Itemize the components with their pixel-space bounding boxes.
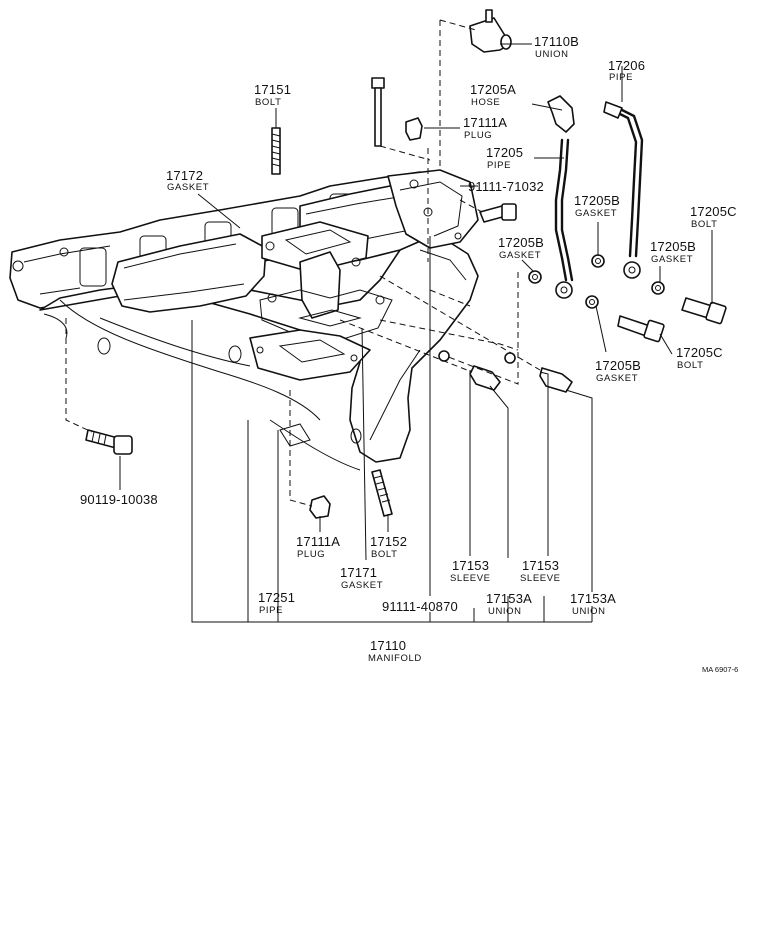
svg-text:17205: 17205 <box>486 145 523 160</box>
svg-text:BOLT: BOLT <box>691 219 718 230</box>
svg-text:HOSE: HOSE <box>471 97 500 108</box>
svg-text:GASKET: GASKET <box>596 373 638 384</box>
pipe-17206-part <box>603 101 644 279</box>
svg-text:GASKET: GASKET <box>499 250 541 261</box>
sleeve-union-parts <box>438 350 573 393</box>
stud-17151-part <box>271 127 281 175</box>
gasket-washers <box>528 254 665 309</box>
svg-text:17205B: 17205B <box>574 193 620 208</box>
svg-text:17172: 17172 <box>166 168 203 183</box>
svg-text:17205C: 17205C <box>676 345 723 360</box>
diagram-code: MA 6907-6 <box>702 665 738 674</box>
svg-text:90119-10038: 90119-10038 <box>80 492 158 507</box>
svg-text:PIPE: PIPE <box>487 160 511 171</box>
union-17110b-part <box>469 9 512 53</box>
callout-91111-40870: 91111-40870 <box>382 599 458 614</box>
svg-text:PIPE: PIPE <box>259 605 283 616</box>
callout-17153-right: 17153 SLEEVE <box>520 558 561 584</box>
svg-text:GASKET: GASKET <box>651 254 693 265</box>
callout-17111a-bottom: 17111A PLUG <box>296 534 340 560</box>
svg-text:17205C: 17205C <box>690 204 737 219</box>
gasket-flange-right <box>387 169 479 249</box>
svg-text:17205A: 17205A <box>470 82 516 97</box>
callout-17206: 17206 PIPE <box>608 58 645 83</box>
svg-text:17205B: 17205B <box>498 235 544 250</box>
plug-17111a-top-part <box>405 117 423 141</box>
pipe-17205-part <box>554 138 574 299</box>
callout-17205b-right: 17205B GASKET <box>650 239 696 265</box>
plug-17111a-bottom-part <box>309 495 331 519</box>
callout-17205c-bottom: 17205C BOLT <box>676 345 723 371</box>
svg-text:17251: 17251 <box>258 590 295 605</box>
callout-17110b: 17110B UNION <box>534 34 579 60</box>
callout-17111a-top: 17111A PLUG <box>463 115 507 141</box>
callout-17151: 17151 BOLT <box>254 82 291 108</box>
leader-lines <box>65 19 713 623</box>
svg-text:17153: 17153 <box>452 558 489 573</box>
callout-17153a-right: 17153A UNION <box>570 591 616 617</box>
svg-text:MANIFOLD: MANIFOLD <box>368 653 422 664</box>
manifold-assembly <box>9 169 479 471</box>
bolt-90119-10038-part <box>85 429 133 455</box>
callout-17205c-top: 17205C BOLT <box>690 204 737 230</box>
callout-17205b-left: 17205B GASKET <box>498 235 544 261</box>
svg-text:GASKET: GASKET <box>341 580 383 591</box>
svg-text:17110B: 17110B <box>534 34 579 49</box>
svg-text:PLUG: PLUG <box>464 130 492 141</box>
svg-text:17153: 17153 <box>522 558 559 573</box>
svg-text:17111A: 17111A <box>296 534 340 549</box>
svg-text:91111-40870: 91111-40870 <box>382 599 458 614</box>
svg-text:BOLT: BOLT <box>255 97 282 108</box>
svg-text:UNION: UNION <box>488 606 522 617</box>
long-bolt-part <box>371 77 385 147</box>
svg-text:17151: 17151 <box>254 82 291 97</box>
svg-text:PLUG: PLUG <box>297 549 325 560</box>
callout-17251: 17251 PIPE <box>258 590 295 616</box>
callout-17153-left: 17153 SLEEVE <box>450 558 491 584</box>
callout-90119-10038: 90119-10038 <box>80 492 158 507</box>
intake-runner <box>111 233 267 313</box>
svg-text:17153A: 17153A <box>486 591 532 606</box>
svg-text:91111-71032: 91111-71032 <box>468 179 544 194</box>
svg-text:GASKET: GASKET <box>575 208 617 219</box>
svg-text:17205B: 17205B <box>650 239 696 254</box>
carburetor-flange <box>261 221 369 273</box>
callout-17152: 17152 BOLT <box>370 534 407 560</box>
svg-text:GASKET: GASKET <box>167 182 209 193</box>
svg-text:17206: 17206 <box>608 58 645 73</box>
svg-text:BOLT: BOLT <box>371 549 398 560</box>
svg-text:17171: 17171 <box>340 565 377 580</box>
callout-17153a-left: 17153A UNION <box>486 591 532 617</box>
callout-17171: 17171 GASKET <box>340 565 383 591</box>
callout-91111-71032: 91111-71032 <box>468 179 544 194</box>
svg-text:17111A: 17111A <box>463 115 507 130</box>
svg-text:SLEEVE: SLEEVE <box>520 573 561 584</box>
svg-text:UNION: UNION <box>572 606 606 617</box>
svg-text:UNION: UNION <box>535 49 569 60</box>
callout-17172: 17172 GASKET <box>166 168 209 193</box>
svg-text:PIPE: PIPE <box>609 72 633 83</box>
svg-text:17205B: 17205B <box>595 358 641 373</box>
bolt-17205c-parts <box>617 297 727 343</box>
callout-17205b-upper-right: 17205B GASKET <box>574 193 620 219</box>
callout-17205a: 17205A HOSE <box>470 82 516 108</box>
svg-text:BOLT: BOLT <box>677 360 704 371</box>
svg-text:17110: 17110 <box>370 638 406 653</box>
stud-17152-part <box>371 469 393 517</box>
hose-17205a-part <box>547 95 575 133</box>
callout-17110-manifold: 17110 MANIFOLD <box>368 638 422 664</box>
callout-17205: 17205 PIPE <box>486 145 523 171</box>
svg-text:SLEEVE: SLEEVE <box>450 573 491 584</box>
callout-17205b-lower: 17205B GASKET <box>595 358 641 384</box>
svg-text:17152: 17152 <box>370 534 407 549</box>
bolt-91111-71032-part <box>479 203 517 223</box>
svg-text:17153A: 17153A <box>570 591 616 606</box>
